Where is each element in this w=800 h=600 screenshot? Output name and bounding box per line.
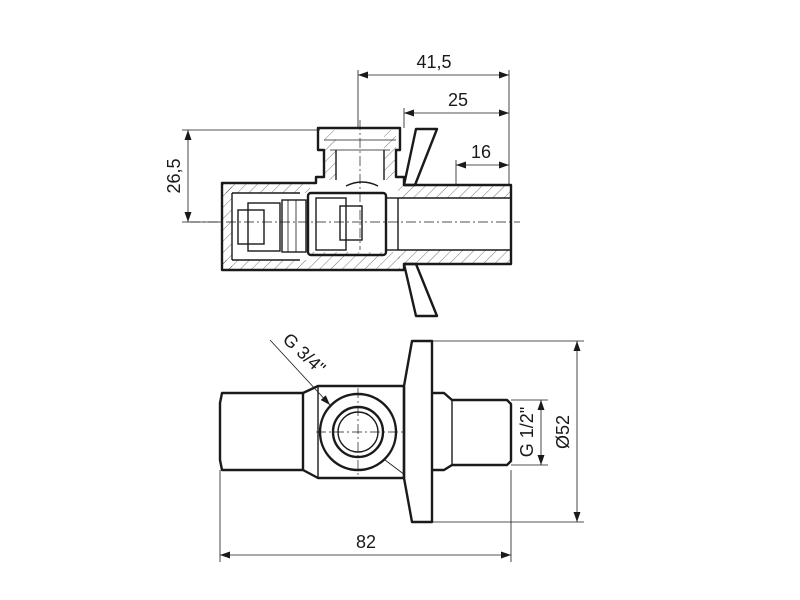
dim-g-1-2: G 1/2" — [517, 407, 537, 457]
rosette-section — [402, 127, 439, 187]
cartridge — [237, 181, 398, 257]
dim-g-3-4: G 3/4" — [279, 329, 330, 378]
bottom-dimensions: G 3/4" G 1/2" Ø52 82 — [219, 329, 584, 562]
body-left-outline — [218, 391, 305, 472]
dim-diameter-52: Ø52 — [553, 415, 573, 449]
dim-41-5: 41,5 — [416, 52, 451, 72]
dim-25: 25 — [448, 90, 468, 110]
section-hatching — [222, 130, 511, 270]
top-dimensions: 41,5 25 16 26,5 — [164, 52, 510, 223]
dim-82: 82 — [356, 532, 376, 552]
dim-16: 16 — [471, 142, 491, 162]
dim-26-5: 26,5 — [164, 158, 184, 193]
exterior-view — [218, 339, 513, 524]
outlet-pipe — [432, 391, 513, 472]
rosette — [402, 339, 434, 524]
valve-body-outline — [220, 126, 513, 272]
section-view — [190, 120, 520, 318]
